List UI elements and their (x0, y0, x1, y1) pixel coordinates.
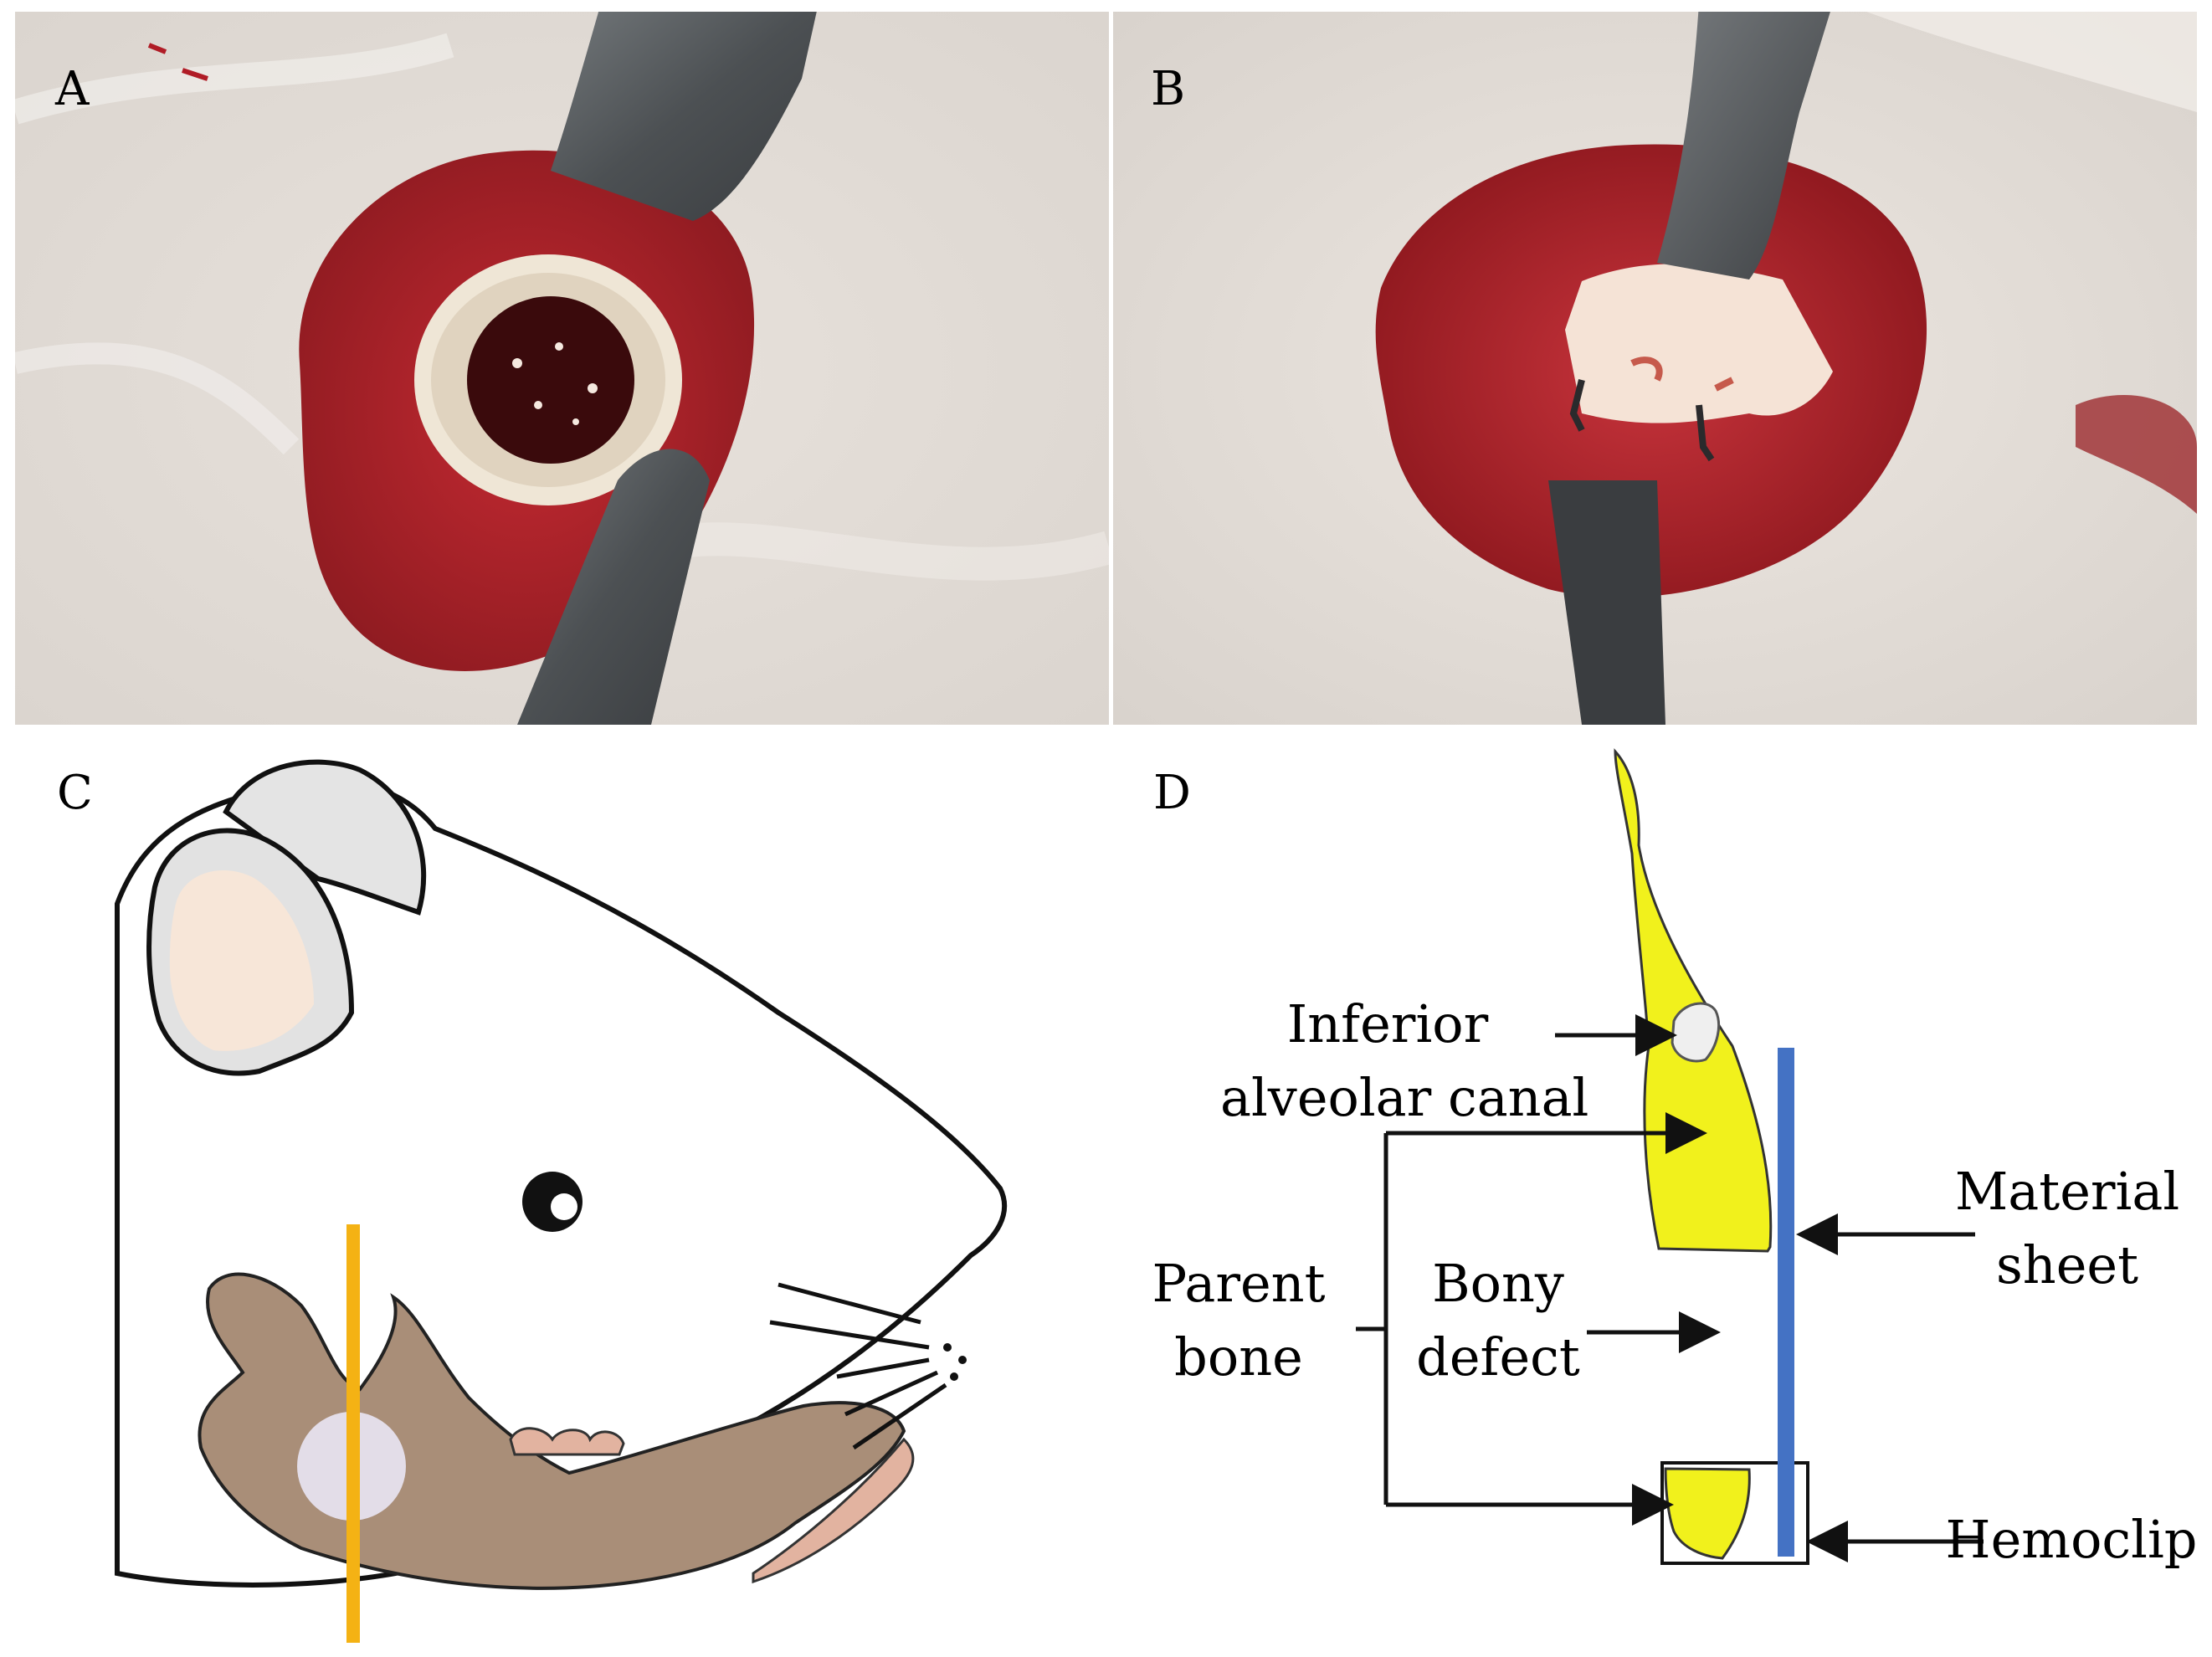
defect-schematic (1356, 748, 1984, 1565)
alveolar-canal (1671, 1002, 1721, 1063)
surgical-photo-b (1113, 12, 2197, 725)
panel-b-photo: B (1113, 12, 2197, 725)
rat-incisor (752, 1437, 915, 1584)
parent-bone-lower (1664, 1467, 1751, 1560)
panel-b-letter: B (1151, 62, 1186, 116)
panel-c-illustration: C (0, 736, 1096, 1657)
label-material-sheet: Material sheet (1954, 1161, 2180, 1296)
rat-head-illustration (115, 759, 1007, 1643)
label-bony-defect: Bony defect (1416, 1253, 1580, 1388)
label-hemoclip: Hemoclip (1945, 1509, 2198, 1570)
panel-a-letter: A (55, 62, 90, 116)
material-sheet (1778, 1048, 1794, 1557)
panel-d-letter: D (1153, 766, 1191, 820)
label-inferior-alveolar-canal: Inferior alveolar canal (1220, 993, 1589, 1129)
rat-whiskers (769, 1282, 947, 1450)
label-parent-bone: Parent bone (1152, 1253, 1326, 1388)
panel-c-letter: C (57, 766, 93, 820)
parent-bone-upper (1614, 748, 1773, 1253)
section-line (346, 1224, 360, 1643)
rat-ear-back (223, 759, 427, 916)
rat-molars (509, 1427, 625, 1456)
surgical-photo-a (15, 12, 1109, 725)
panel-d-schematic: D Inferior alveolar canal Material sheet… (1096, 736, 2212, 1657)
panel-a-photo: A (15, 12, 1109, 725)
